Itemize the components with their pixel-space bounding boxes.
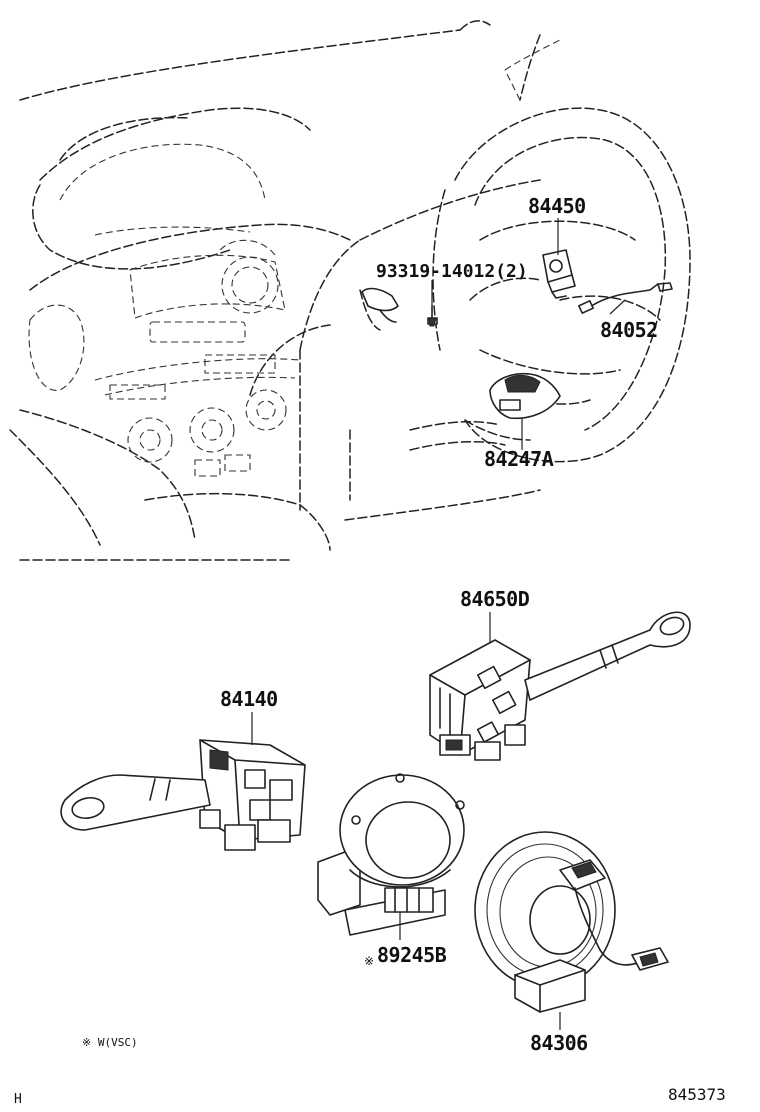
combination-switch-left — [60, 739, 306, 851]
part-label-84306: 84306 — [530, 1031, 588, 1055]
corner-letter: H — [14, 1092, 22, 1107]
part-label-89245b: 89245B — [377, 943, 447, 967]
steering-angle-sensor — [317, 773, 465, 936]
part-label-84140: 84140 — [220, 687, 278, 711]
combination-switch-right — [429, 611, 691, 761]
column-switch-ghost — [361, 287, 399, 323]
leader-lines-top — [431, 218, 626, 450]
spiral-cable — [474, 831, 669, 1013]
steering-pad-switch — [489, 372, 561, 420]
screw — [427, 305, 438, 327]
leader-lines-bottom — [251, 612, 561, 1030]
horn-button-assembly — [542, 249, 576, 299]
wire-harness — [578, 282, 673, 314]
part-label-84450: 84450 — [528, 194, 586, 218]
footnote: ※ W(VSC) — [82, 1036, 138, 1049]
part-label-93319-14012: 93319-14012(2) — [376, 261, 528, 282]
dashboard-outline — [9, 20, 541, 561]
part-label-84650d: 84650D — [460, 587, 530, 611]
part-label-84247a: 84247A — [484, 447, 554, 471]
steering-wheel — [349, 39, 691, 501]
part-label-84052: 84052 — [600, 318, 658, 342]
drawing-number: 845373 — [668, 1085, 726, 1104]
instrument-cluster — [59, 143, 266, 236]
center-stack — [28, 239, 301, 477]
marker-symbol: ※ — [364, 954, 374, 968]
